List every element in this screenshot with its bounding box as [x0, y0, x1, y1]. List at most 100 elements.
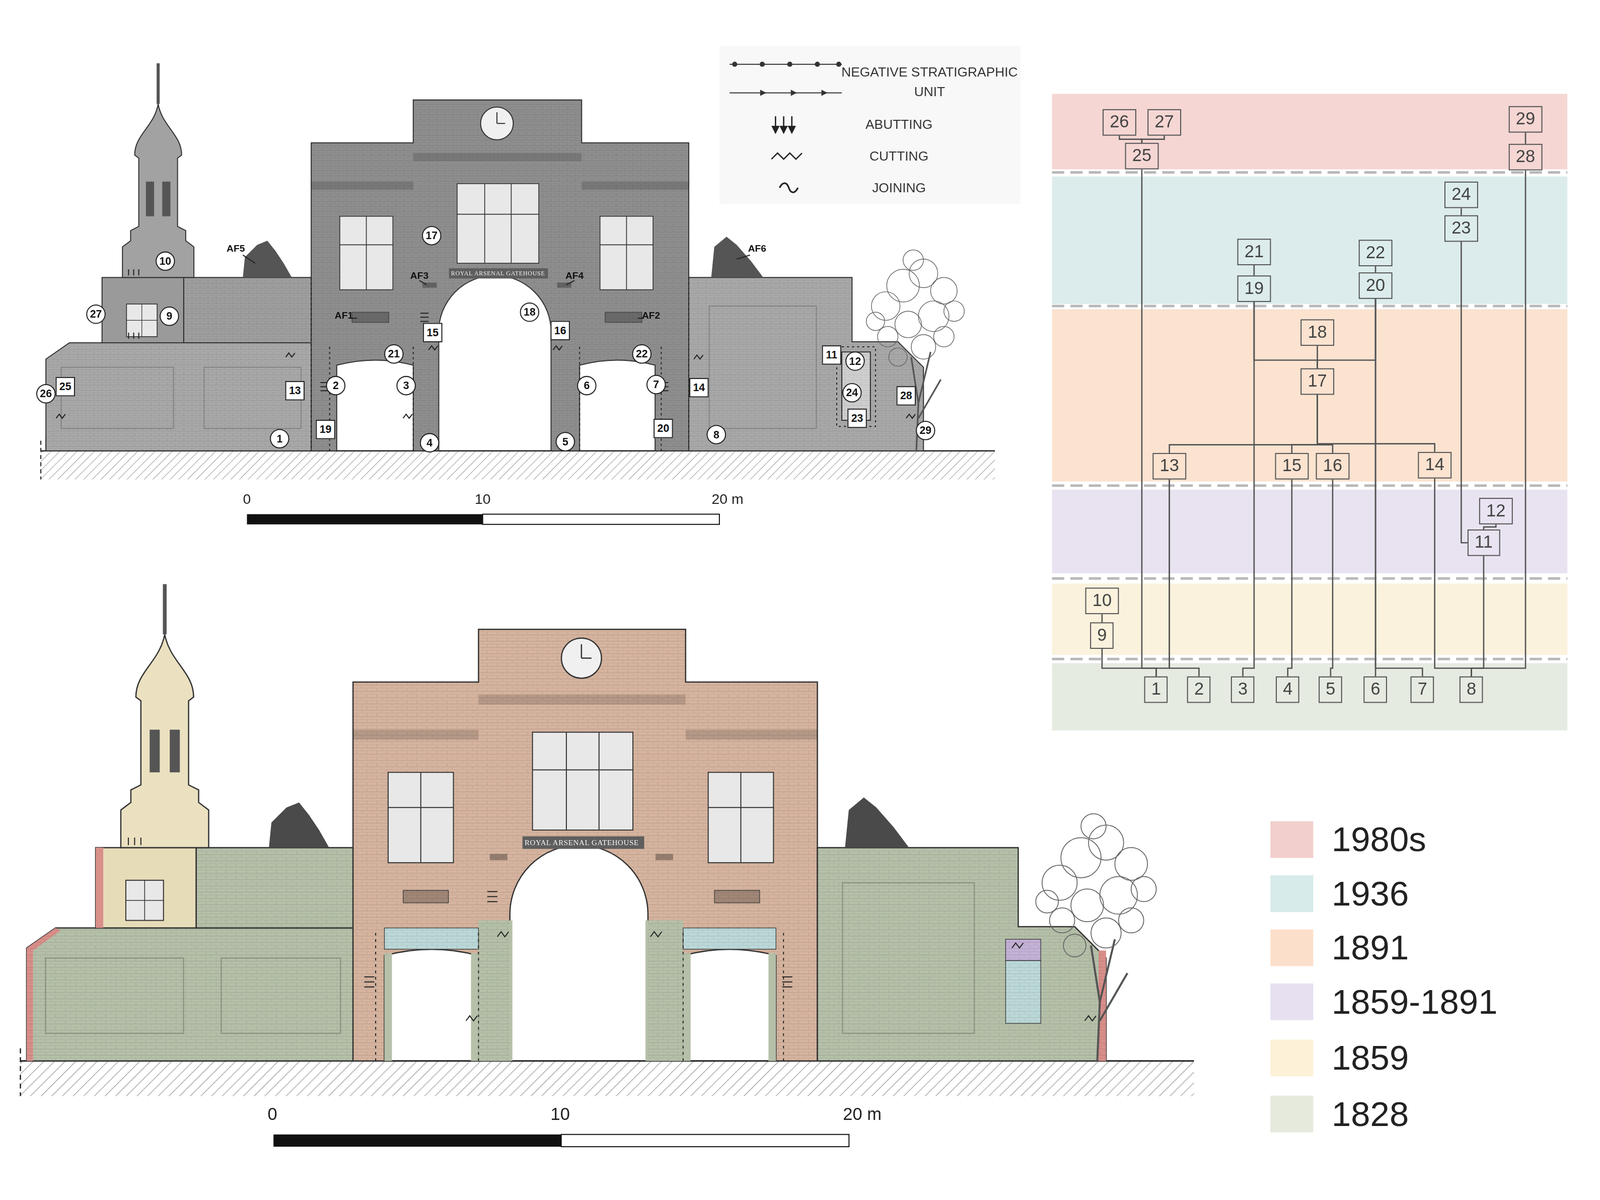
matrix-connector	[1155, 479, 1170, 677]
callout-number: 11	[822, 345, 842, 366]
callout-number: 19	[315, 419, 336, 440]
callout-number: 3	[396, 376, 416, 396]
unit-number: 22	[1365, 242, 1386, 263]
callout-number: 6	[576, 376, 597, 396]
matrix-unit-box: 1	[1144, 676, 1169, 704]
legend-text: 1859-1891	[1331, 982, 1498, 1023]
legend-swatch	[1270, 983, 1314, 1021]
feature-label: AF4	[565, 269, 584, 281]
callout-number: 25	[55, 377, 76, 397]
feature-label: AF5	[226, 242, 245, 254]
scale-label: 20 m	[711, 490, 744, 507]
scale-label: 10	[550, 1105, 570, 1126]
feature-label: AF2	[641, 309, 661, 321]
callout-number: 28	[896, 386, 917, 406]
matrix-unit-box: 2	[1187, 676, 1212, 704]
matrix-unit-box: 10	[1085, 587, 1120, 615]
callout-number: 17	[421, 226, 442, 246]
matrix-unit-box: 16	[1316, 453, 1350, 480]
unit-number: 9	[1097, 625, 1107, 645]
legend-swatch	[1270, 929, 1314, 967]
matrix-connector	[1291, 394, 1318, 454]
unit-number: 17	[1307, 371, 1327, 392]
callout-number: 16	[550, 320, 570, 341]
matrix-unit-box: 14	[1417, 452, 1452, 479]
callout-number: 10	[155, 251, 176, 272]
unit-number: 11	[1474, 532, 1493, 553]
unit-number: 13	[1159, 456, 1180, 476]
matrix-connector	[1375, 299, 1423, 677]
legend-text: 1936	[1331, 874, 1409, 914]
matrix-unit-box: 29	[1508, 106, 1543, 133]
feature-label: AF3	[410, 269, 429, 281]
unit-number: 10	[1092, 591, 1112, 611]
matrix-unit-box: 19	[1237, 275, 1272, 303]
matrix-connector	[1141, 169, 1156, 677]
matrix-unit-box: 24	[1444, 181, 1479, 209]
scale-label: 10	[474, 490, 491, 507]
callout-number: 22	[632, 344, 652, 365]
callout-number: 13	[284, 381, 305, 401]
unit-number: 18	[1307, 322, 1327, 342]
legend-text: 1828	[1331, 1094, 1409, 1135]
matrix-connector	[1317, 394, 1435, 453]
callout-number: 12	[845, 351, 865, 372]
unit-number: 12	[1486, 500, 1506, 521]
matrix-unit-box: 5	[1318, 676, 1343, 704]
feature-label: AF1	[334, 309, 353, 321]
matrix-unit-box: 21	[1237, 238, 1272, 266]
matrix-unit-box: 7	[1410, 676, 1435, 704]
unit-number: 3	[1238, 679, 1248, 700]
legend-text: 1859	[1331, 1038, 1409, 1078]
matrix-connector	[1483, 524, 1496, 530]
matrix-connector	[1434, 478, 1472, 677]
matrix-connector	[1119, 135, 1142, 143]
unit-number: 14	[1424, 455, 1444, 475]
unit-number: 25	[1132, 146, 1152, 166]
matrix-unit-box: 17	[1300, 368, 1335, 396]
unit-number: 8	[1466, 679, 1477, 700]
callout-number: 26	[36, 384, 56, 404]
matrix-unit-box: 26	[1102, 109, 1137, 136]
matrix-unit-box: 25	[1125, 142, 1159, 170]
callout-number: 5	[555, 431, 576, 452]
scale-label: 0	[267, 1105, 278, 1126]
inscription: ROYAL ARSENAL GATEHOUSE	[524, 838, 639, 848]
unit-number: 27	[1154, 112, 1174, 132]
matrix-unit-box: 20	[1358, 272, 1393, 300]
matrix-unit-box: 3	[1230, 676, 1256, 704]
callout-number: 14	[689, 378, 709, 398]
unit-number: 7	[1417, 679, 1428, 700]
legend-swatch	[1270, 1096, 1314, 1133]
unit-number: 26	[1109, 112, 1129, 132]
legend-text: CUTTING	[869, 146, 929, 167]
callout-number: 23	[847, 408, 867, 429]
unit-number: 19	[1244, 278, 1264, 299]
matrix-unit-box: 12	[1479, 497, 1513, 525]
matrix-unit-box: 27	[1147, 109, 1182, 136]
matrix-connector	[1287, 479, 1292, 677]
matrix-connector	[1374, 266, 1377, 273]
unit-number: 16	[1323, 456, 1343, 476]
matrix-unit-box: 8	[1459, 676, 1484, 704]
callout-number: 4	[419, 432, 440, 453]
matrix-unit-box: 15	[1275, 453, 1309, 480]
legend-text: 1891	[1331, 927, 1409, 968]
legend-swatch	[1270, 821, 1314, 859]
unit-number: 6	[1370, 679, 1381, 700]
callout-number: 7	[646, 375, 667, 395]
callout-number: 27	[86, 304, 106, 325]
legend-text: 1980s	[1331, 820, 1427, 860]
matrix-connector	[1330, 479, 1333, 677]
matrix-connector	[1243, 302, 1255, 677]
callout-number: 24	[842, 383, 862, 403]
matrix-connector	[1316, 345, 1319, 369]
matrix-connector	[1471, 170, 1526, 677]
legend-text: NEGATIVE STRATIGRAPHIC UNIT	[840, 62, 1020, 102]
callout-number: 9	[159, 306, 180, 327]
matrix-connector	[1461, 241, 1468, 543]
inscription: ROYAL ARSENAL GATEHOUSE	[451, 270, 546, 277]
callout-number: 29	[915, 420, 936, 441]
matrix-unit-box: 13	[1152, 453, 1187, 480]
unit-number: 5	[1325, 679, 1336, 700]
